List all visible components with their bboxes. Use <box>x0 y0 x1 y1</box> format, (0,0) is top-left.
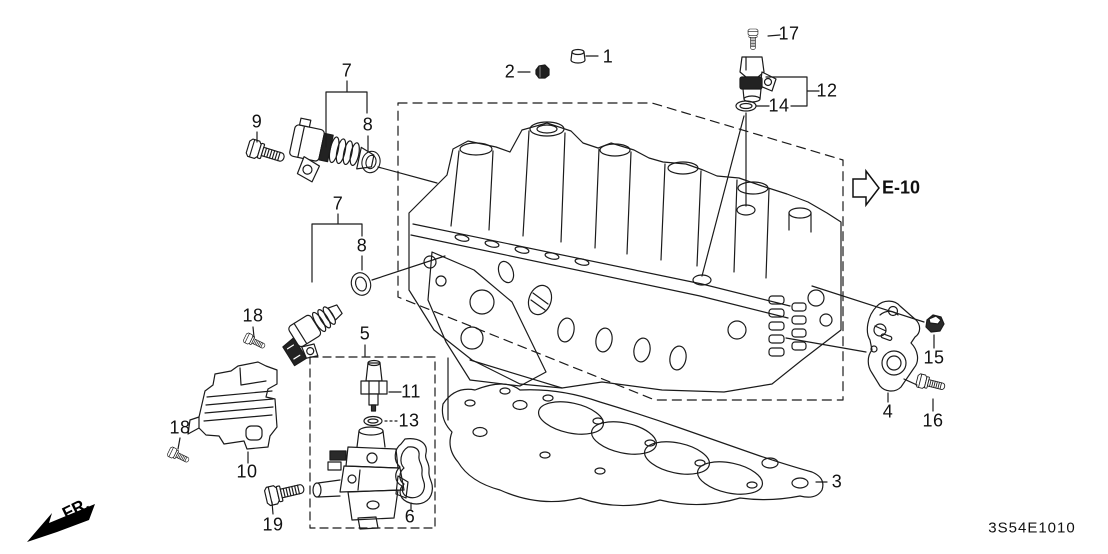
callout-8-upper: 8 <box>362 114 374 135</box>
callout-3: 3 <box>831 471 843 492</box>
washer-13-drawing <box>363 415 383 427</box>
nut-2-drawing <box>535 64 550 79</box>
front-direction-arrow-icon <box>27 504 95 542</box>
bracket-drawing <box>866 300 921 392</box>
callout-11: 11 <box>401 381 421 402</box>
drawing-code: 3S54E1010 <box>988 519 1076 537</box>
callout-18-lower: 18 <box>169 417 191 438</box>
callout-13: 13 <box>398 410 420 431</box>
callout-5: 5 <box>359 323 371 344</box>
callout-8-lower: 8 <box>356 235 368 256</box>
callout-18-upper: 18 <box>242 305 264 326</box>
assembly-dashed-boundary <box>397 102 844 401</box>
bolt-16-drawing <box>914 372 947 394</box>
oil-pressure-switch-drawing <box>360 359 388 412</box>
bolt-18-lower-drawing <box>166 445 192 466</box>
callout-6: 6 <box>404 506 416 527</box>
sealing-cap-drawing <box>570 48 586 64</box>
vtc-valve-body-drawing <box>312 426 409 530</box>
bolt-9-drawing <box>244 137 288 168</box>
spool-valve-upper-drawing <box>289 117 375 183</box>
e10-reference-arrow-icon <box>852 168 880 208</box>
bolt-17-drawing <box>747 28 759 50</box>
spool-valve-lower-drawing <box>282 304 343 367</box>
callout-1: 1 <box>602 46 614 67</box>
callout-7-lower: 7 <box>332 193 344 214</box>
callout-15: 15 <box>923 347 945 368</box>
callout-14: 14 <box>768 95 790 116</box>
oring-8-lower-drawing <box>347 269 375 299</box>
callout-4: 4 <box>882 401 894 422</box>
e10-reference-label: E-10 <box>881 177 921 198</box>
callout-17: 17 <box>778 23 800 44</box>
cover-drawing <box>187 361 278 450</box>
callout-19: 19 <box>262 514 284 535</box>
bolt-19-drawing <box>263 478 307 507</box>
head-gasket-drawing <box>441 383 824 507</box>
callout-16: 16 <box>922 410 944 431</box>
callout-7-upper: 7 <box>341 60 353 81</box>
nut-15-drawing <box>925 314 945 333</box>
leader-lines <box>177 34 935 515</box>
cylinder-head-drawing <box>408 121 842 393</box>
callout-9: 9 <box>251 111 263 132</box>
callout-12: 12 <box>816 80 838 101</box>
callout-2: 2 <box>504 61 516 82</box>
callout-10: 10 <box>236 461 258 482</box>
vtc-gasket-drawing <box>394 438 434 505</box>
oring-14-drawing <box>735 100 757 112</box>
bolt-18-upper-drawing <box>242 331 268 352</box>
